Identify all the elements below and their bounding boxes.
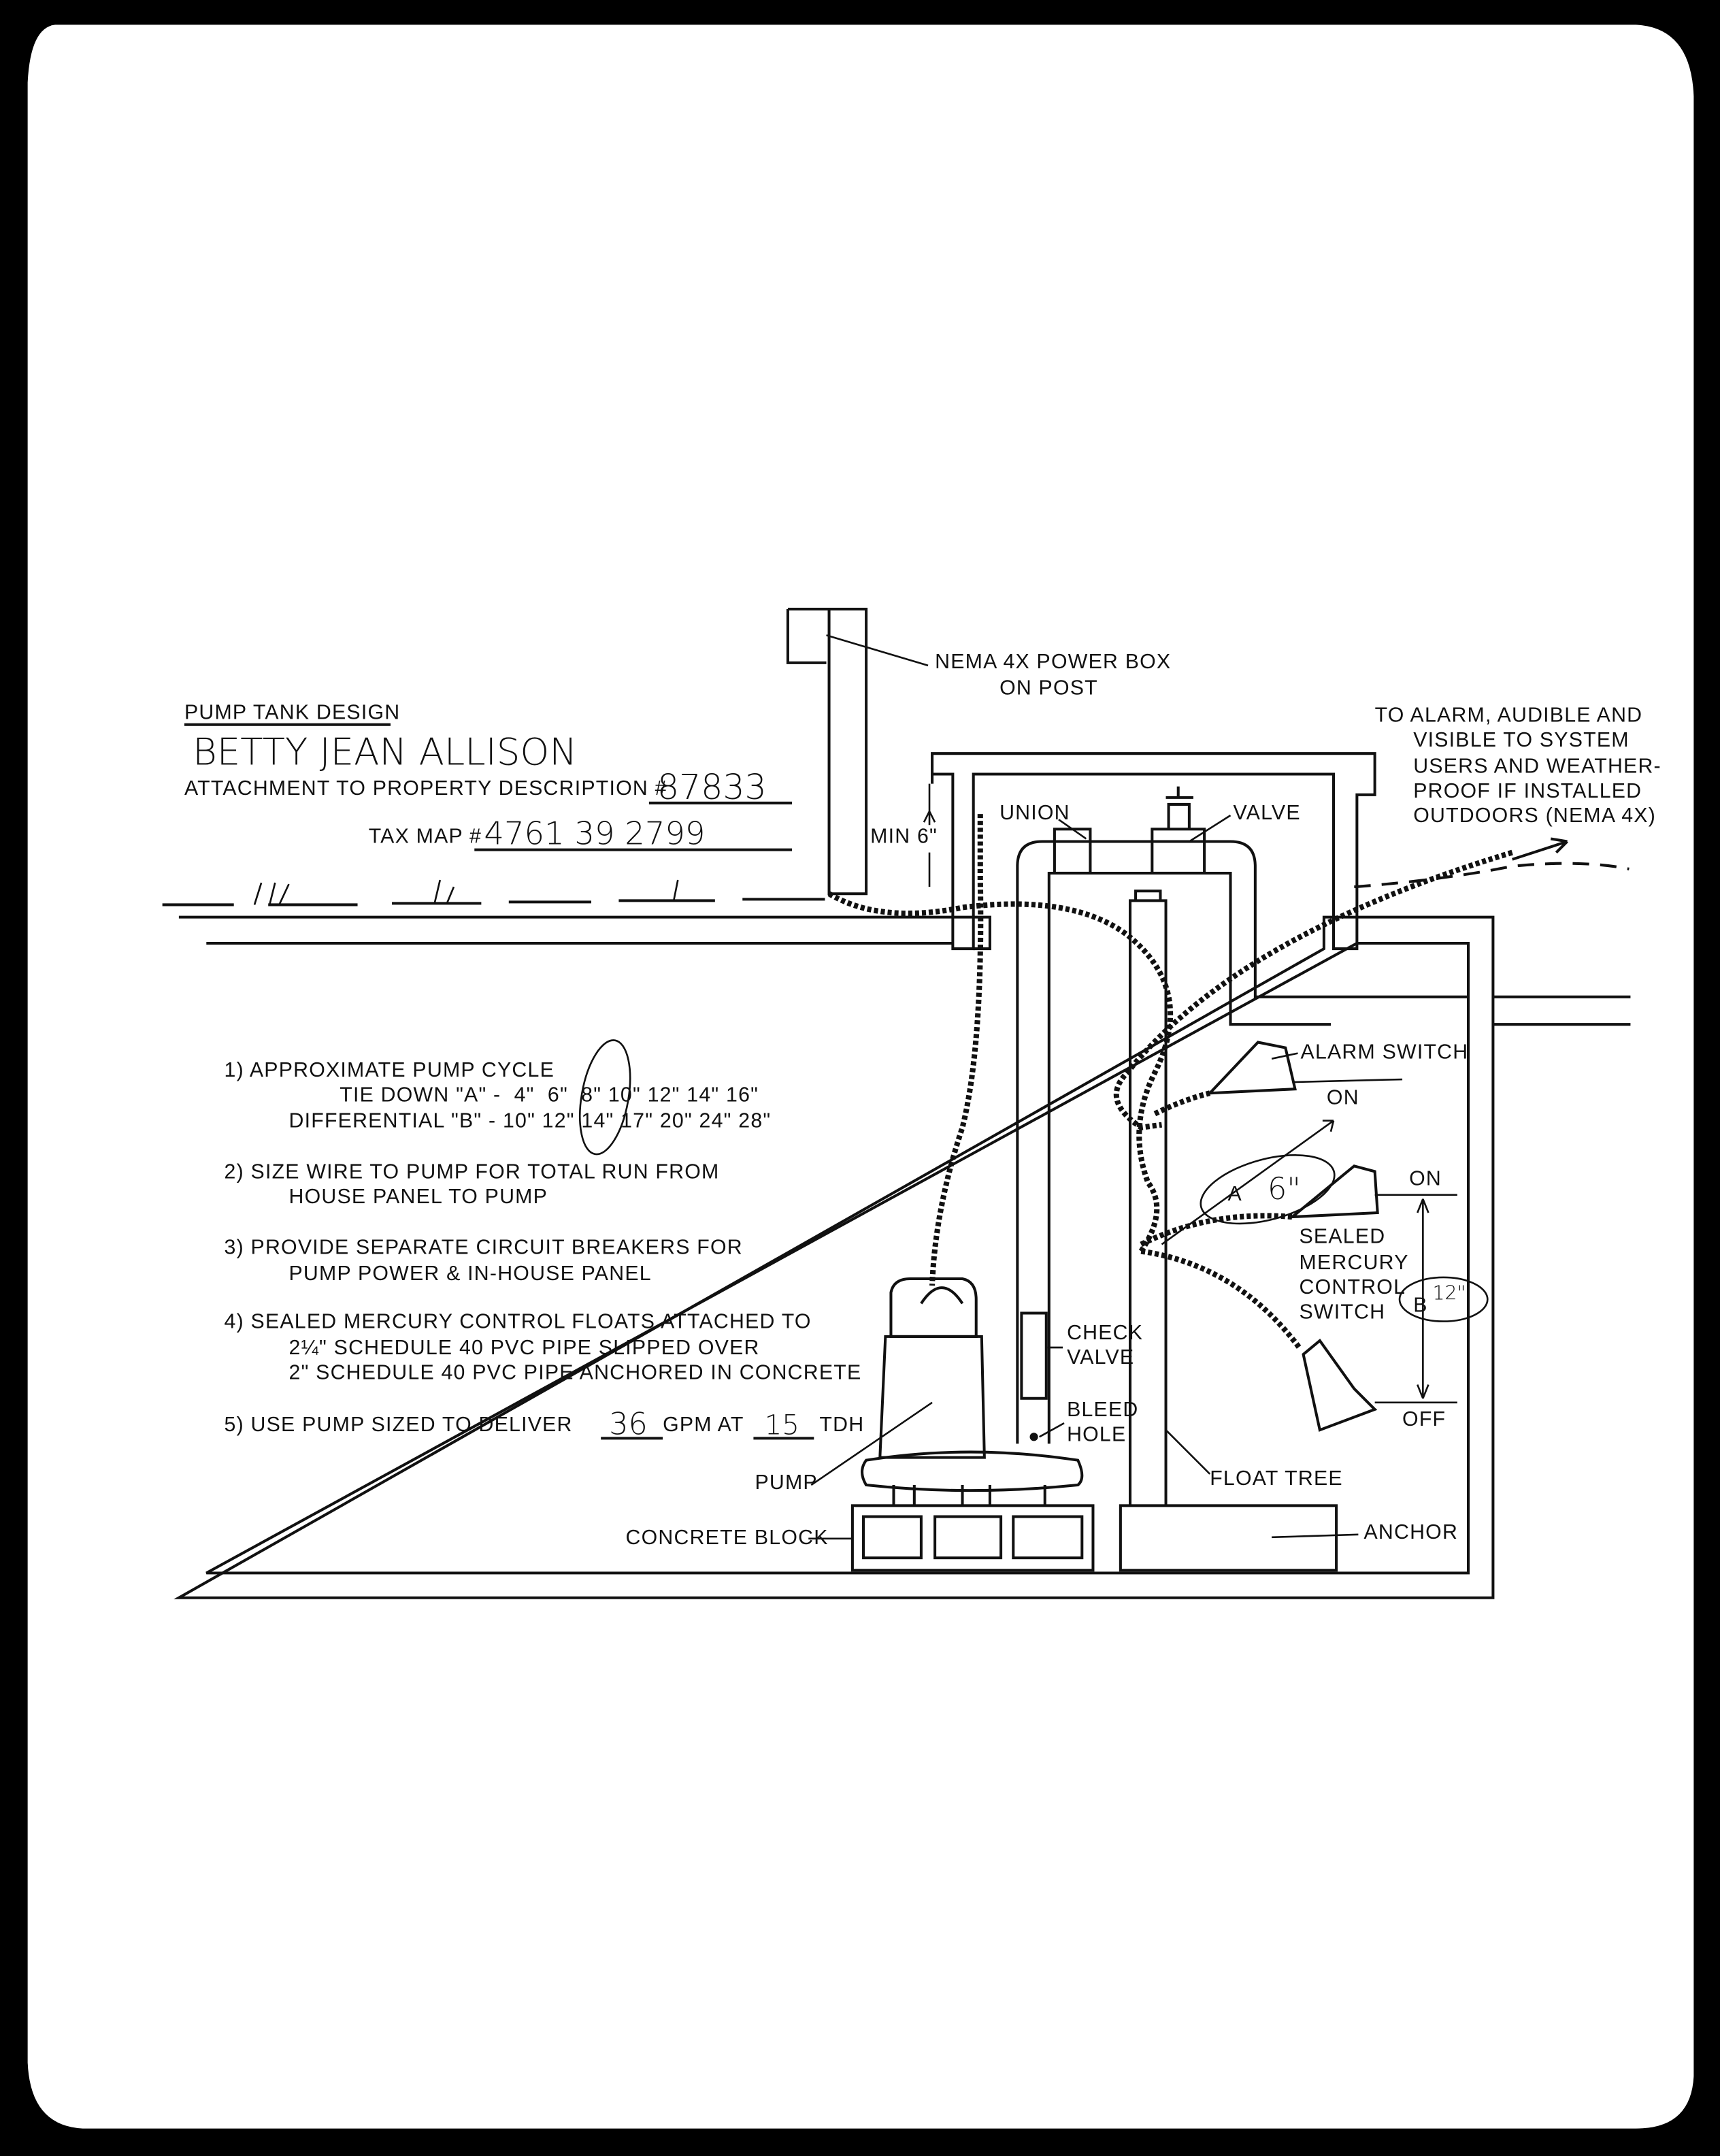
- b-label: B: [1413, 1294, 1427, 1316]
- note-5: 5) USE PUMP SIZED TO DELIVER: [225, 1414, 573, 1436]
- leader-power-box: [826, 634, 929, 667]
- on-float-cable: [1140, 1213, 1293, 1247]
- sealed-label-3: CONTROL: [1300, 1276, 1406, 1298]
- note-4-cont-1: 2¼" SCHEDULE 40 PVC PIPE SLIPPED OVER: [289, 1337, 760, 1359]
- on-float: [1288, 1164, 1379, 1219]
- note-1-differential: DIFFERENTIAL "B" - 10" 12" 14" 17" 20" 2…: [289, 1110, 772, 1132]
- min-label: MIN 6": [870, 826, 938, 848]
- note-4-cont-2: 2" SCHEDULE 40 PVC PIPE ANCHORED IN CONC…: [289, 1361, 862, 1384]
- alarm-note: TO ALARM, AUDIBLE AND VISIBLE TO SYSTEM …: [1375, 704, 1661, 827]
- tax-map-label: TAX MAP #: [369, 826, 482, 848]
- page: [27, 24, 1694, 2129]
- pump-label: PUMP: [755, 1471, 817, 1494]
- off-float-cable: [1140, 1248, 1302, 1350]
- a-value: 6": [1268, 1172, 1301, 1207]
- valve-handle-icon: [1165, 786, 1193, 830]
- concrete-block-label: CONCRETE BLOCK: [626, 1526, 829, 1549]
- leader-pump: [810, 1401, 933, 1486]
- notes: 1) APPROXIMATE PUMP CYCLE TIE DOWN "A" -…: [225, 1039, 864, 1441]
- leader-anchor: [1272, 1533, 1359, 1539]
- min-dimension-arrow: [923, 783, 936, 887]
- note-1: 1) APPROXIMATE PUMP CYCLE: [225, 1059, 555, 1081]
- note-5-mid: GPM AT: [663, 1414, 744, 1436]
- a-dimension-arrow: [1161, 1120, 1335, 1245]
- float-cable: [827, 891, 1174, 1253]
- leader-float-tree: [1165, 1429, 1211, 1475]
- note-2: 2) SIZE WIRE TO PUMP FOR TOTAL RUN FROM: [225, 1160, 720, 1183]
- alarm-note-4: PROOF IF INSTALLED: [1413, 780, 1642, 802]
- check-valve: [1020, 1311, 1048, 1400]
- off-label: OFF: [1402, 1408, 1446, 1431]
- alarm-arrow-icon: [1512, 837, 1568, 861]
- alarm-level-line: [1292, 1078, 1403, 1083]
- alarm-switch-label: ALARM SWITCH: [1301, 1041, 1469, 1064]
- block-cell: [1012, 1515, 1084, 1560]
- selection-circle: [579, 1039, 631, 1156]
- b-value: 12": [1433, 1281, 1466, 1304]
- sealed-label-1: SEALED: [1300, 1225, 1386, 1247]
- bleed-hole-label-2: HOLE: [1067, 1423, 1126, 1446]
- bleed-hole: [1029, 1433, 1038, 1441]
- discharge-pipe: [1016, 840, 1469, 1444]
- alarm-note-3: USERS AND WEATHER-: [1413, 755, 1661, 777]
- float-tree-label: FLOAT TREE: [1210, 1467, 1343, 1490]
- note-3-cont: PUMP POWER & IN-HOUSE PANEL: [289, 1262, 652, 1285]
- note-5-tdh: 15: [765, 1408, 799, 1441]
- power-box-post: [786, 608, 868, 896]
- note-5-suffix: TDH: [819, 1414, 864, 1436]
- leader-union: [1058, 819, 1087, 840]
- outlet-pipe: [1493, 995, 1631, 1026]
- note-4: 4) SEALED MERCURY CONTROL FLOATS ATTACHE…: [225, 1311, 812, 1333]
- leader-alarm-switch: [1271, 1052, 1298, 1060]
- alarm-note-1: TO ALARM, AUDIBLE AND: [1375, 704, 1643, 727]
- alarm-note-5: OUTDOORS (NEMA 4X): [1413, 804, 1656, 827]
- sealed-label-2: MERCURY: [1300, 1252, 1409, 1274]
- anchor-label: ANCHOR: [1363, 1521, 1458, 1544]
- power-box-label-1: NEMA 4X POWER BOX: [935, 651, 1171, 673]
- float-tree: [1128, 889, 1168, 1506]
- note-3: 3) PROVIDE SEPARATE CIRCUIT BREAKERS FOR: [225, 1237, 743, 1259]
- union-label: UNION: [999, 802, 1070, 824]
- alarm-on-label: ON: [1327, 1086, 1359, 1109]
- note-5-gpm: 36: [609, 1407, 648, 1441]
- check-valve-label-2: VALVE: [1067, 1346, 1134, 1369]
- riser-and-lid: [931, 752, 1376, 951]
- alarm-float: [1206, 1041, 1297, 1095]
- bleed-hole-label-1: BLEED: [1067, 1399, 1138, 1421]
- b-circle: [1398, 1276, 1489, 1322]
- tank-inner-wall: [205, 941, 1470, 1575]
- leader-valve: [1189, 814, 1231, 843]
- a-label: A: [1227, 1183, 1242, 1205]
- note-2-cont: HOUSE PANEL TO PUMP: [289, 1186, 548, 1208]
- sealed-label-4: SWITCH: [1300, 1301, 1386, 1324]
- title: PUMP TANK DESIGN: [184, 702, 400, 724]
- tax-map-number: 4761 39 2799: [484, 815, 705, 852]
- alarm-note-2: VISIBLE TO SYSTEM: [1413, 729, 1630, 751]
- ground-line: [162, 898, 825, 906]
- alarm-cable: [1113, 849, 1513, 1130]
- b-dimension-arrow: [1417, 1198, 1429, 1399]
- property-number: 87833: [657, 767, 767, 807]
- grass-marks: [253, 879, 679, 905]
- on-label: ON: [1409, 1168, 1442, 1190]
- pump-cable: [929, 814, 984, 1286]
- pump: [861, 1277, 1084, 1506]
- leader-bleed: [1039, 1422, 1065, 1438]
- note-1-tie-down: TIE DOWN "A" - 4" 6" 8" 10" 12" 14" 16": [340, 1083, 759, 1106]
- alarm-float-cable: [1153, 1090, 1211, 1117]
- power-box-label-2: ON POST: [999, 676, 1098, 699]
- off-float: [1302, 1338, 1378, 1432]
- property-label: ATTACHMENT TO PROPERTY DESCRIPTION #: [184, 777, 667, 800]
- anchor-block: [1119, 1504, 1338, 1572]
- valve-label: VALVE: [1234, 802, 1301, 824]
- valve-fitting: [1151, 828, 1206, 875]
- block-cell: [933, 1515, 1003, 1560]
- owner-name: BETTY JEAN ALLISON: [193, 730, 577, 773]
- check-valve-label-1: CHECK: [1067, 1322, 1143, 1344]
- block-cell: [862, 1515, 923, 1560]
